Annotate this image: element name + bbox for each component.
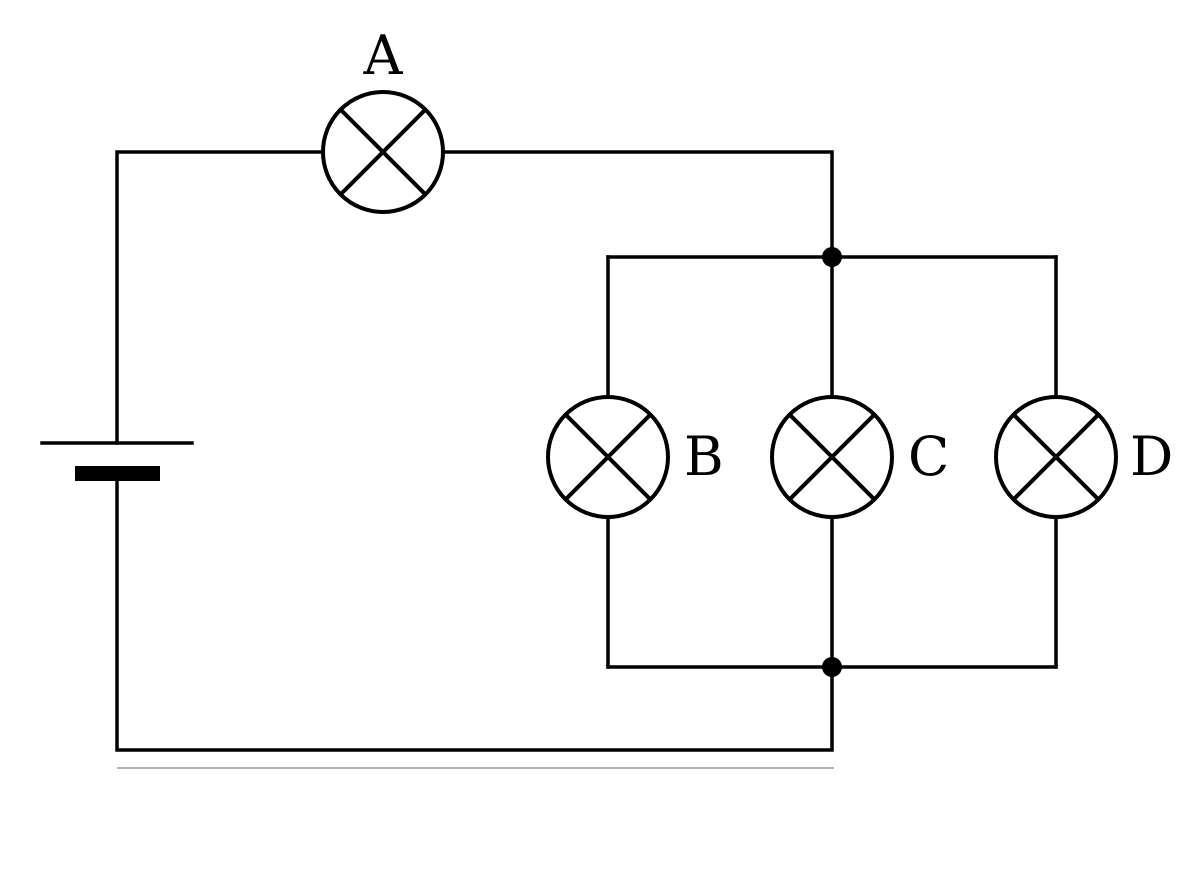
bulb-d: D xyxy=(994,395,1173,519)
battery-icon xyxy=(40,441,194,481)
bulb-c: C xyxy=(770,395,949,519)
junction-bottom-dot xyxy=(822,657,842,677)
bulb-a-label: A xyxy=(363,24,404,87)
bulb-a: A xyxy=(321,24,445,214)
wire-bottom xyxy=(115,472,834,752)
battery-short-plate xyxy=(75,466,160,481)
wire-top-right xyxy=(442,150,834,259)
bulb-b-cross-2 xyxy=(564,413,652,501)
bulb-b-label: B xyxy=(684,425,724,488)
junction-top-dot xyxy=(822,247,842,267)
wire-left-top xyxy=(115,150,324,445)
bulb-b: B xyxy=(546,395,724,519)
bulb-c-cross-2 xyxy=(788,413,876,501)
bulb-d-cross-2 xyxy=(1012,413,1100,501)
bulb-c-label: C xyxy=(908,425,949,488)
bulb-a-cross-2 xyxy=(339,108,427,196)
bulb-d-label: D xyxy=(1130,425,1173,488)
